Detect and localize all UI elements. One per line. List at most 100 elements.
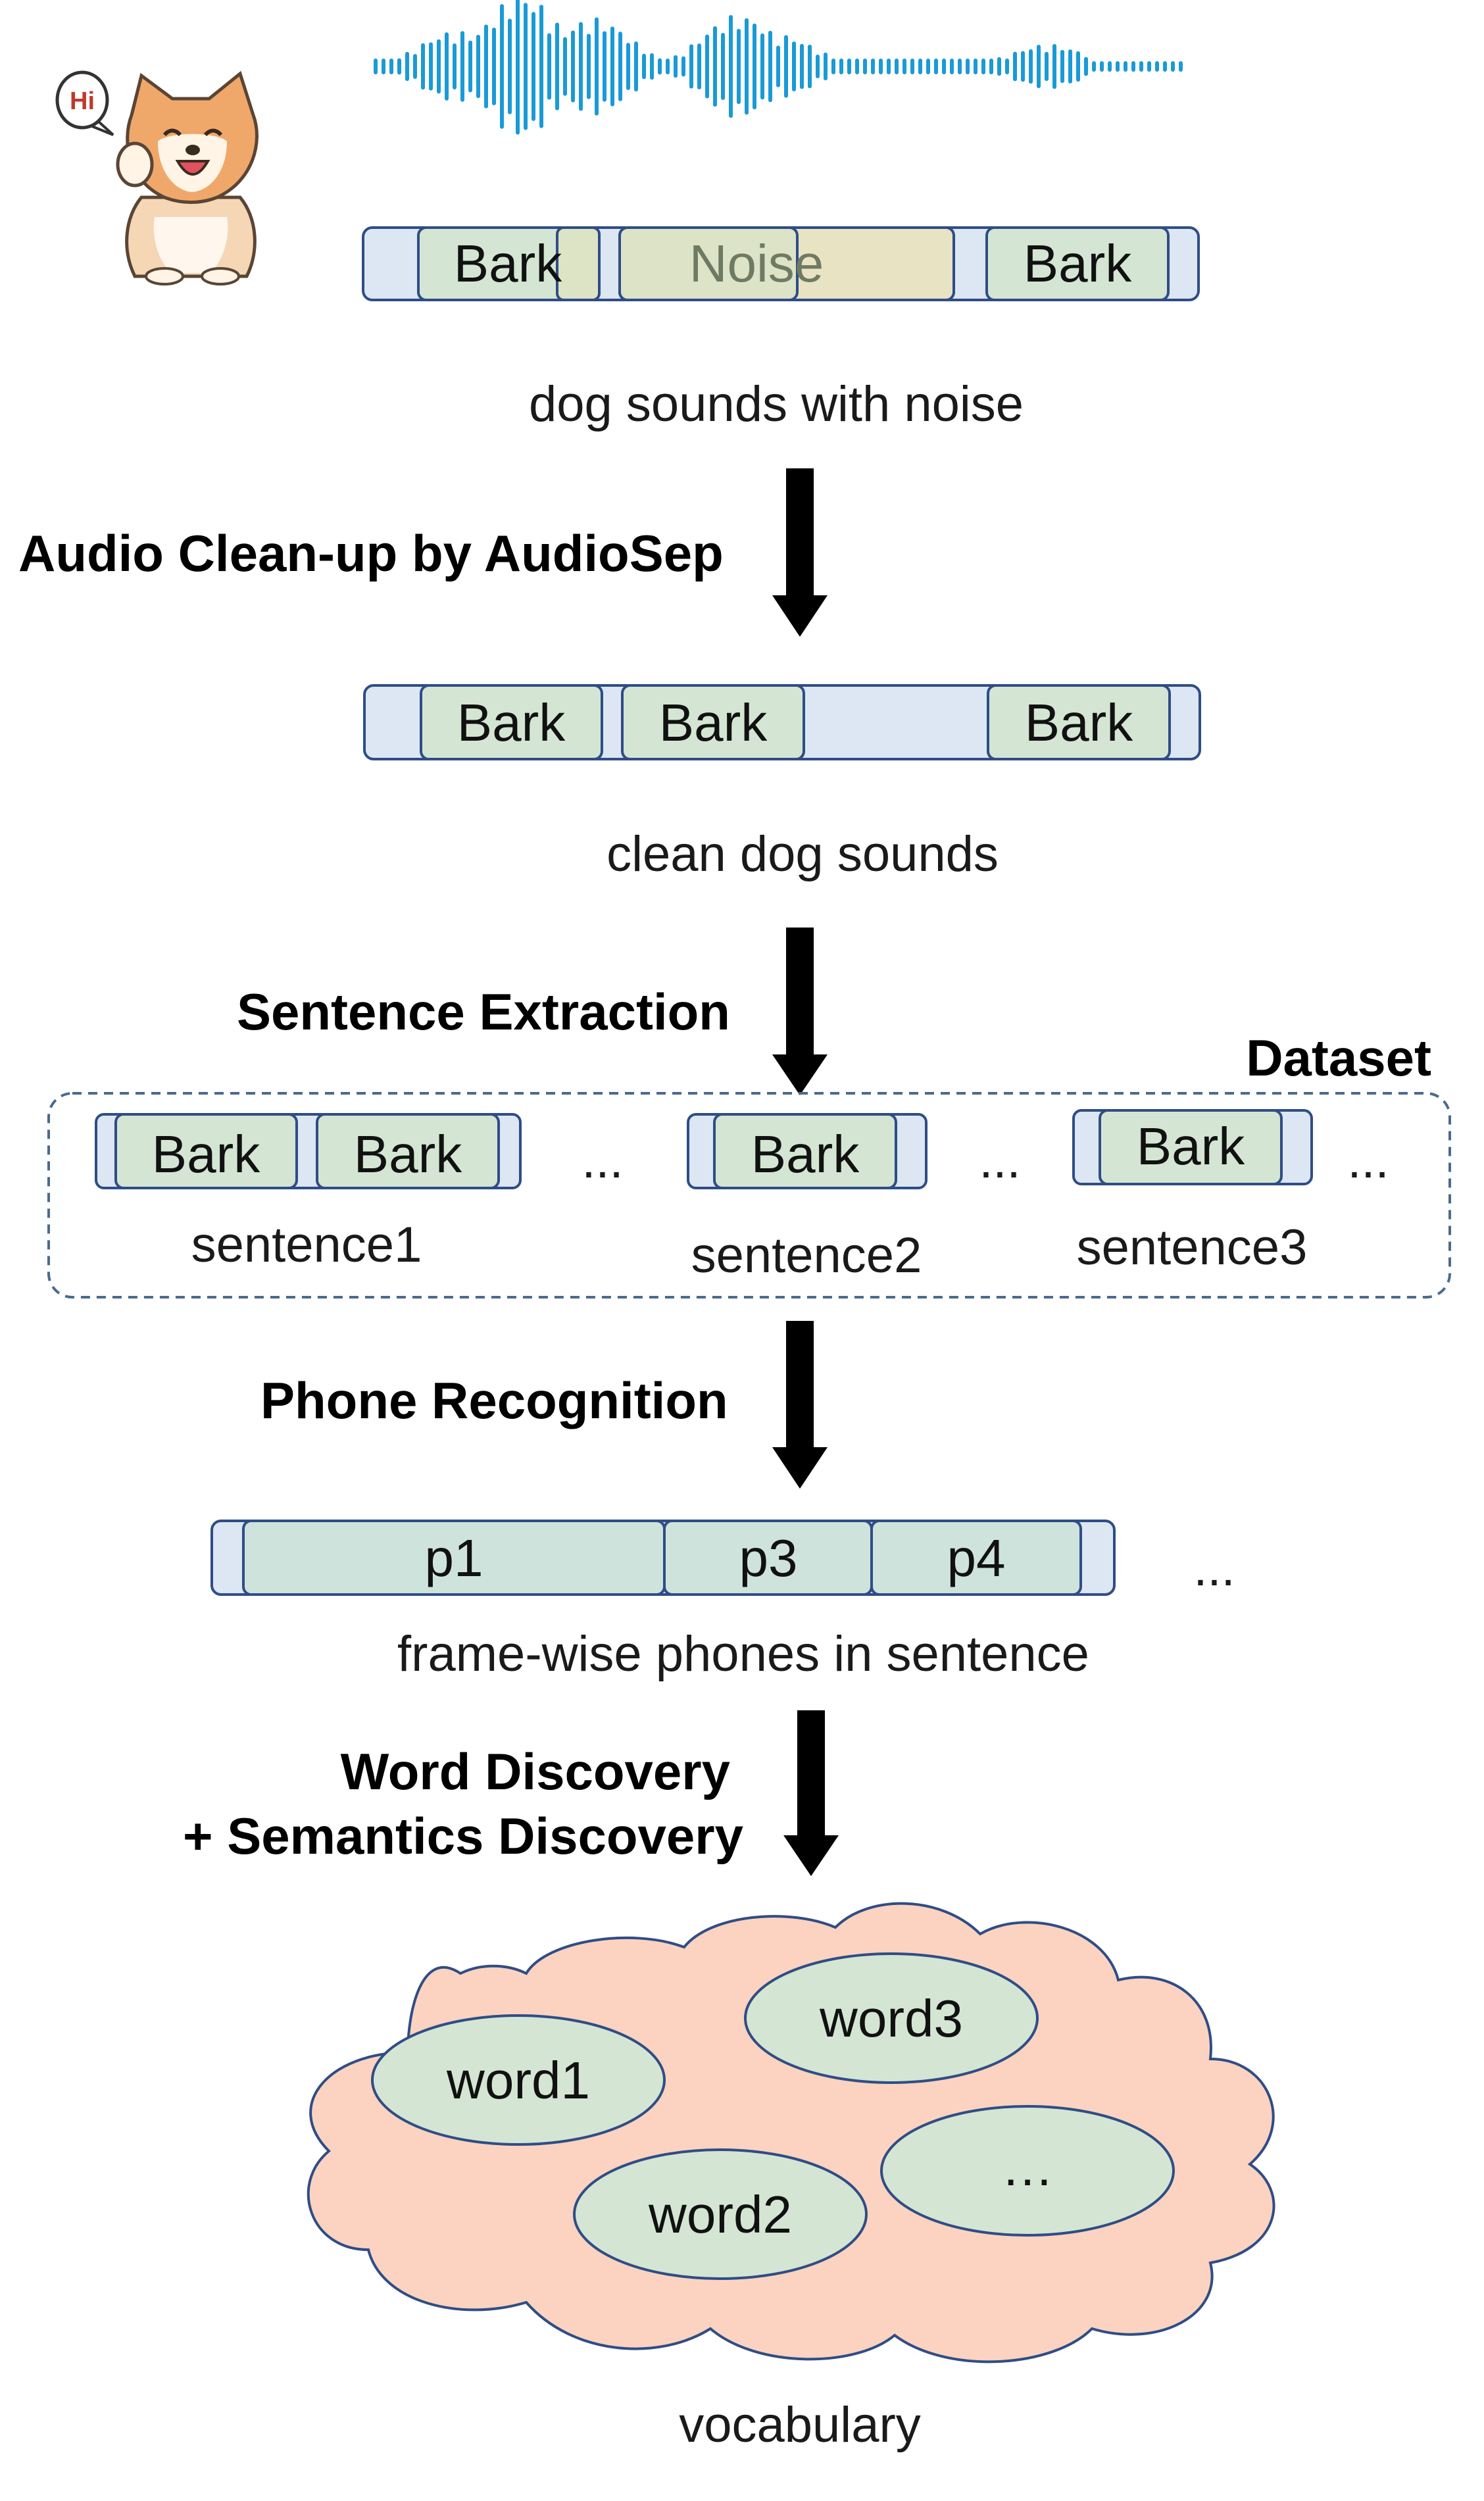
sentence3: Bark sentence3 (1072, 1109, 1313, 1275)
waveform-bar (1139, 61, 1143, 72)
waveform-bar (571, 30, 575, 103)
waveform-bar (1092, 61, 1096, 72)
ellipsis: ... (1193, 1541, 1235, 1597)
waveform-bar (405, 51, 409, 82)
waveform-bar (934, 59, 938, 74)
step-word-discovery: Word Discovery (341, 1743, 730, 1800)
waveform-bar (587, 34, 591, 99)
waveform-bar (974, 59, 977, 74)
waveform-bar (705, 34, 709, 99)
waveform-bar (824, 52, 828, 81)
waveform-bar (1100, 61, 1104, 72)
step-phone-recognition: Phone Recognition (260, 1372, 728, 1429)
waveform-bar (958, 59, 962, 74)
waveform-bar (1068, 49, 1072, 84)
segment-label: Bark (457, 693, 566, 752)
segment-label: Bark (454, 234, 562, 293)
bark-segment (621, 684, 805, 760)
down-arrow-icon (772, 928, 828, 1095)
noisy-audio-track: Bark Noise Bark (362, 226, 1200, 301)
segment-label: Bark (751, 1125, 860, 1183)
waveform-bar (532, 12, 535, 121)
word-ellipse (880, 2105, 1175, 2237)
bark-segment (316, 1113, 500, 1189)
word-label: word3 (819, 1989, 963, 2048)
clean-audio-track: Bark Bark Bark (363, 684, 1201, 760)
waveform-bar (666, 59, 670, 74)
phone-label: p1 (425, 1529, 483, 1587)
waveform-bar (903, 59, 906, 74)
waveform-bar (768, 30, 772, 103)
waveform-bar (697, 43, 701, 89)
overlap-segment (556, 226, 601, 301)
vocabulary-caption: vocabulary (679, 2397, 921, 2453)
waveform-bar (1005, 58, 1009, 75)
waveform-bar (603, 31, 606, 102)
waveform-bar (516, 0, 520, 135)
waveform-bar (689, 44, 693, 89)
word-ellipse (573, 2148, 868, 2280)
waveform-bar (1124, 61, 1127, 72)
sentence1: Bark Bark sentence1 (95, 1113, 522, 1273)
segment-label: Bark (1025, 693, 1133, 752)
waveform-bar (642, 53, 646, 80)
waveform-bar (1179, 61, 1183, 72)
word-label: word1 (446, 2051, 590, 2110)
waveform-bar (800, 43, 804, 89)
vocabulary-cloud: word1 word3 word2 … (307, 1902, 1275, 2364)
waveform-bar (942, 59, 946, 74)
waveform-bar (950, 59, 954, 74)
bark-segment (713, 1113, 897, 1189)
waveform-bar (745, 18, 749, 115)
dataset-title: Dataset (1246, 1029, 1431, 1087)
waveform-bar (918, 59, 922, 74)
bark-segment (420, 684, 603, 760)
waveform-bar (910, 59, 914, 74)
waveform-bar (1171, 61, 1175, 72)
waveform-bar (681, 56, 685, 77)
waveform-bar (1163, 61, 1167, 72)
noise-overlap-segment (618, 226, 799, 301)
segment-label: Bark (152, 1125, 260, 1183)
dog-mascot-icon: Hi (55, 70, 259, 285)
word-label: word2 (648, 2185, 792, 2244)
waveform-bar (492, 27, 496, 106)
waveform-bar (500, 4, 504, 129)
bark-segment (1099, 1109, 1283, 1185)
waveform-bar (863, 59, 867, 74)
waveform-bar (831, 59, 835, 74)
waveform-bar (658, 58, 662, 75)
waveform-bar (445, 32, 449, 101)
waveform-bar (476, 34, 480, 99)
waveform-bar (421, 43, 425, 90)
waveform-bar (760, 33, 764, 100)
segment-label: Bark (1137, 1117, 1245, 1176)
segment-label: Bark (354, 1125, 462, 1183)
word-ellipse (371, 2014, 666, 2146)
speech-text: Hi (70, 87, 95, 115)
waveform-bar (397, 58, 401, 75)
noisy-caption: dog sounds with noise (529, 376, 1024, 432)
waveform-bar (1013, 51, 1017, 82)
sentence-name: sentence1 (191, 1217, 422, 1273)
phone-label: p4 (947, 1529, 1006, 1587)
waveform-bar (887, 59, 891, 74)
waveform-bar (1116, 61, 1120, 72)
ellipsis: ... (581, 1133, 623, 1189)
bark-segment (985, 226, 1170, 301)
waveform-bar (547, 33, 551, 100)
sentence-name: sentence3 (1077, 1220, 1308, 1275)
waveform-bar (524, 3, 528, 130)
bark-segment (987, 684, 1171, 760)
waveform-bar (595, 17, 599, 116)
segment-label: Bark (659, 693, 768, 752)
waveform-bar (1037, 44, 1041, 89)
waveform-bar (808, 44, 812, 89)
segment-label: Noise (689, 234, 824, 293)
waveform-bar (539, 5, 543, 128)
dataset-box (47, 1092, 1451, 1299)
ellipsis: ... (1347, 1133, 1389, 1189)
waveform-bar (1155, 61, 1159, 72)
waveform-bar (855, 59, 859, 74)
